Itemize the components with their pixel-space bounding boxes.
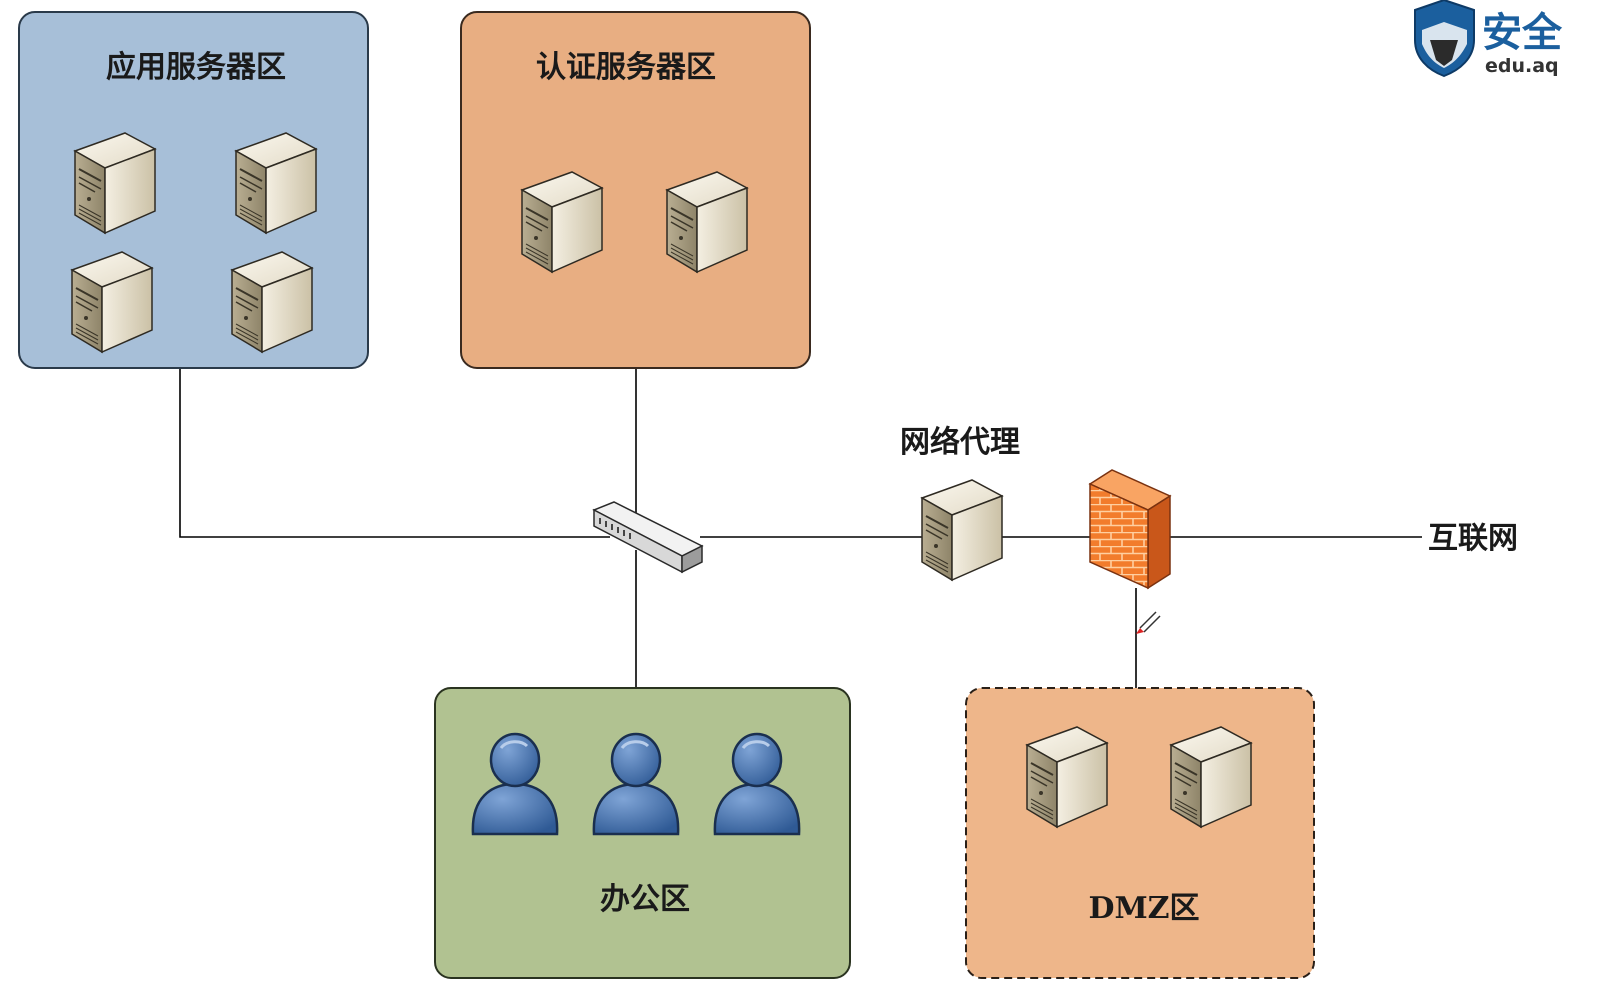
network-proxy: 网络代理 [900, 425, 1020, 581]
dmz-zone-box [965, 687, 1315, 979]
dmz-zone-title: DMZ区 [1088, 891, 1199, 926]
network-proxy-label: 网络代理 [900, 425, 1020, 460]
switch-icon [592, 501, 704, 574]
office-zone: 办公区 [434, 687, 851, 979]
firewall-icon [1088, 469, 1172, 590]
brand-logo: 安全 edu.aq [1414, 0, 1563, 78]
link-app-servers [179, 368, 610, 538]
logo-subtitle: edu.aq [1485, 55, 1559, 77]
connection-lines [179, 368, 1422, 688]
proxy-server-icon [921, 479, 1003, 581]
dmz-zone: DMZ区 [965, 687, 1315, 979]
logo-title: 安全 [1482, 10, 1563, 56]
cursor-pen-icon [1136, 611, 1161, 634]
auth-server-zone: 认证服务器区 [460, 11, 811, 369]
auth-server-zone-title: 认证服务器区 [536, 50, 716, 85]
app-server-zone-title: 应用服务器区 [106, 50, 286, 85]
office-zone-title: 办公区 [600, 882, 690, 917]
internet-label: 互联网 [1428, 521, 1518, 556]
app-server-zone: 应用服务器区 [18, 11, 369, 369]
auth-server-zone-box [460, 11, 811, 369]
